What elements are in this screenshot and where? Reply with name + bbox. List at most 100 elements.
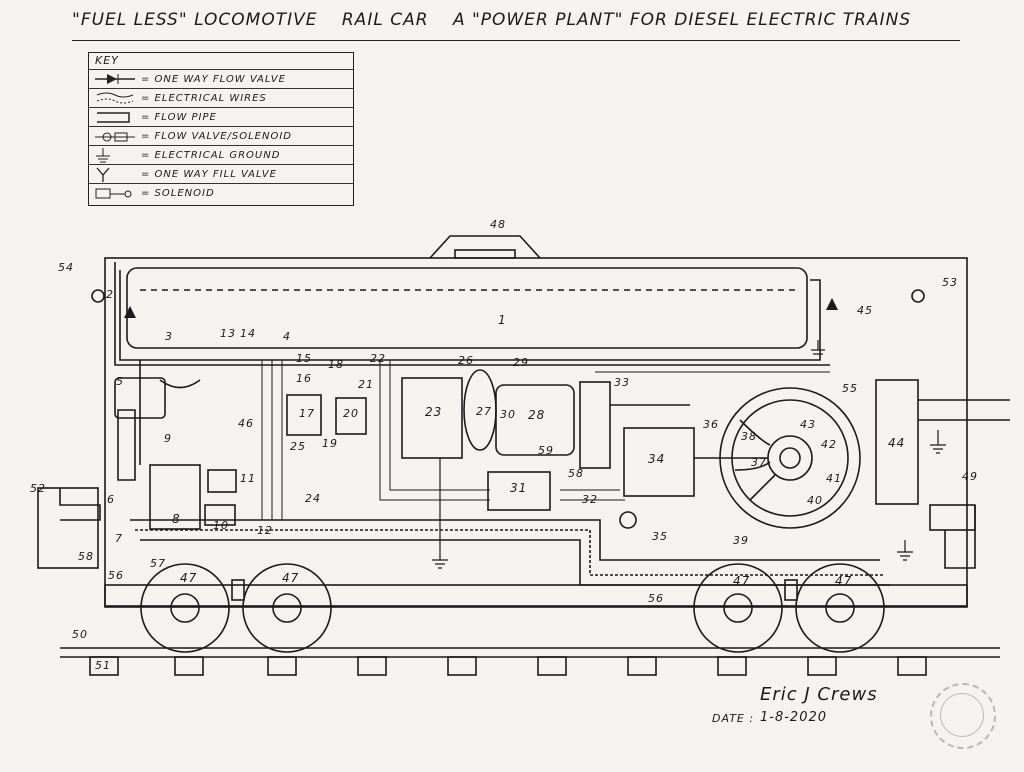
label-23: 23 [425,405,443,419]
legend-key-box: KEY = ONE WAY FLOW VALVE = ELECTRICAL WI… [88,52,354,206]
block-11 [207,469,237,493]
label-17: 17 [299,407,315,420]
label-47-c: 47 [733,574,751,588]
label-43: 43 [800,418,816,431]
key-row-flow-pipe: = FLOW PIPE [89,107,353,127]
label-51: 51 [95,659,111,672]
label-44: 44 [888,436,906,450]
label-57: 57 [150,557,166,570]
one-way-valve-left [124,306,136,318]
label-47-d: 47 [835,574,853,588]
label-49: 49 [962,470,978,483]
key-row-valve-solenoid: = FLOW VALVE/SOLENOID [89,126,353,146]
one-way-valve-icon [95,74,135,84]
label-58-a: 58 [78,550,94,563]
label-18: 18 [328,358,344,371]
key-row-ground: = ELECTRICAL GROUND [89,145,353,165]
label-47-b: 47 [282,571,300,585]
label-14: 14 [240,327,256,340]
label-25: 25 [290,440,306,453]
label-28: 28 [528,408,546,422]
key-heading: KEY [95,54,119,67]
block-17 [286,394,322,436]
label-54: 54 [58,261,74,274]
wheel-4 [795,563,885,653]
label-58-b: 58 [568,467,584,480]
label-4: 4 [283,330,291,343]
notary-stamp [930,683,996,749]
label-24: 24 [305,492,321,505]
rail-ties [89,656,927,676]
motor-35 [619,511,637,529]
label-38: 38 [741,430,757,443]
label-6: 6 [107,493,115,506]
ground-icon [96,148,110,163]
roof-hatch [429,235,541,259]
wheel-1 [140,563,230,653]
label-19: 19 [322,437,338,450]
title-part-2: RAIL CAR [341,10,429,30]
one-way-valve-right [826,298,838,310]
label-26: 26 [458,354,474,367]
block-23 [401,377,463,459]
label-47-a: 47 [180,571,198,585]
label-37: 37 [751,456,767,469]
valve-solenoid-icon [95,132,135,142]
label-21: 21 [358,378,374,391]
label-10: 10 [213,519,229,532]
label-11: 11 [240,472,256,485]
label-53: 53 [942,276,958,289]
label-42: 42 [821,438,837,451]
title-part-1: "FUEL LESS" LOCOMOTIVE [72,10,318,30]
label-36: 36 [703,418,719,431]
key-row-one-way-valve: = ONE WAY FLOW VALVE [89,69,353,89]
block-10 [204,504,236,526]
block-20 [335,397,367,435]
label-12: 12 [257,524,273,537]
label-56-a: 56 [108,569,124,582]
label-31: 31 [510,481,528,495]
block-28 [495,384,575,456]
label-15: 15 [296,352,312,365]
label-39: 39 [733,534,749,547]
label-2: 2 [106,288,114,301]
label-52: 52 [30,482,46,495]
date-label: DATE : [712,712,755,725]
label-50: 50 [72,628,88,641]
brake-fitting-right [911,289,925,303]
key-row-solenoid: = SOLENOID [89,183,353,206]
label-32: 32 [582,493,598,506]
block-8 [149,464,201,530]
label-34: 34 [648,452,666,466]
label-41: 41 [826,472,842,485]
storage-tank [126,267,808,349]
label-35: 35 [652,530,668,543]
controller-44 [875,379,919,505]
date-value: 1-8-2020 [760,710,828,725]
label-7: 7 [115,532,123,545]
label-46: 46 [238,417,254,430]
solenoid-icon [95,188,132,199]
label-13: 13 [220,327,236,340]
label-3: 3 [165,330,173,343]
label-16: 16 [296,372,312,385]
title-part-3: A "POWER PLANT" FOR DIESEL ELECTRIC TRAI… [452,10,912,30]
diagram-title: "FUEL LESS" LOCOMOTIVE RAIL CAR A "POWER… [72,10,929,30]
label-45: 45 [857,304,873,317]
block-31 [487,471,551,511]
label-9: 9 [164,432,172,445]
label-5: 5 [116,375,124,388]
label-20: 20 [343,407,359,420]
car-body [104,257,968,607]
label-22: 22 [370,352,386,365]
flow-pipe-icon [97,112,130,123]
label-29: 29 [513,356,529,369]
coupler-left [37,487,99,569]
label-48: 48 [490,218,506,231]
pump-33 [579,381,611,469]
label-33: 33 [614,376,630,389]
label-30: 30 [500,408,516,421]
coupler-right [929,504,976,531]
brake-fitting-left [91,289,105,303]
